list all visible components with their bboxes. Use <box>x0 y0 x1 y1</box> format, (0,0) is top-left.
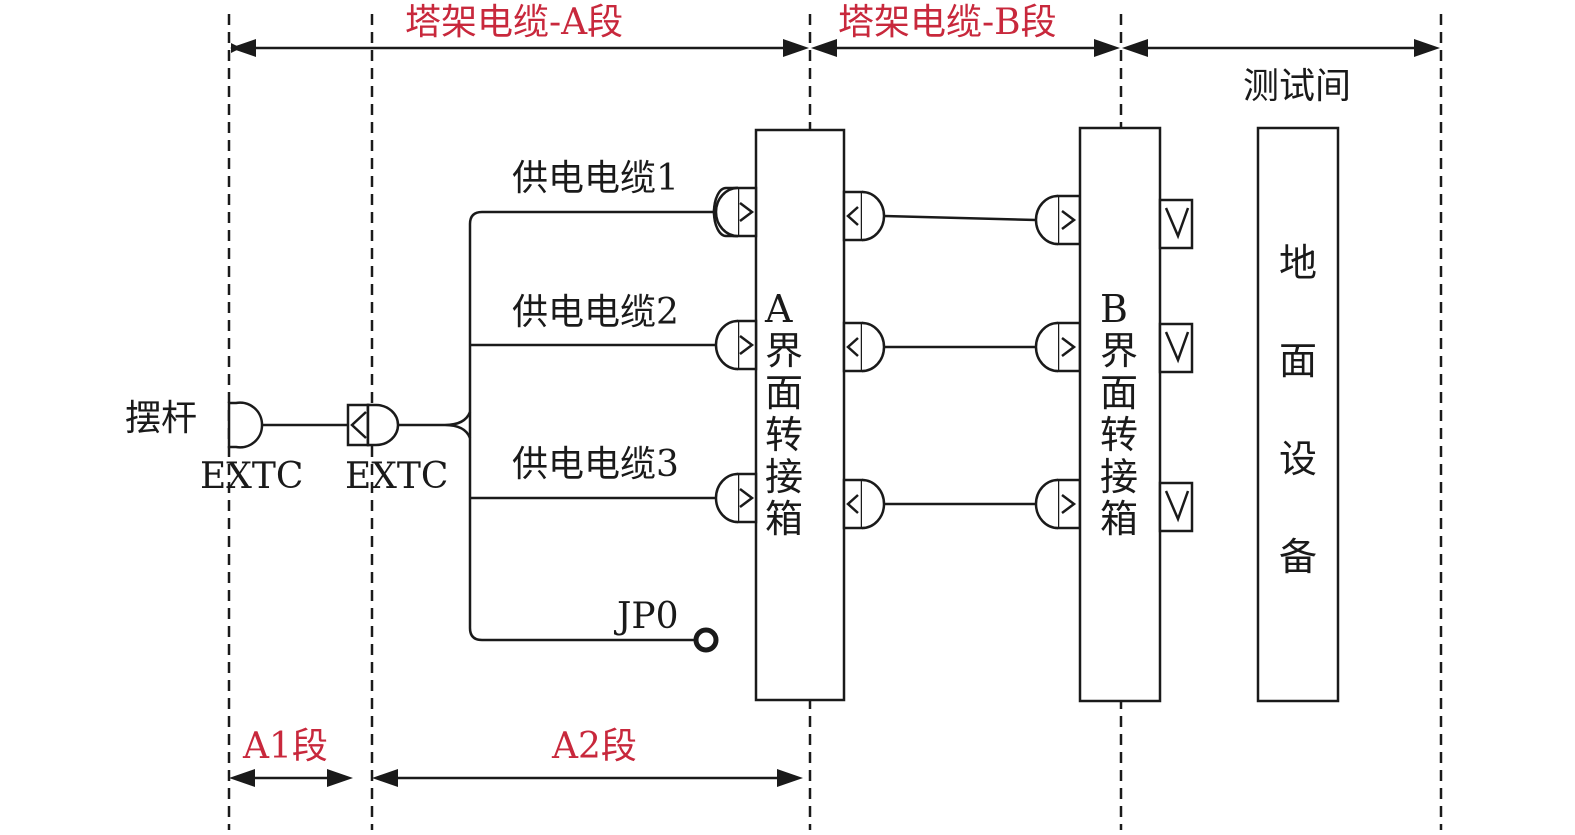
b-left-connector-2-pin <box>1061 337 1077 357</box>
b-left-connector-1-pin <box>1061 210 1077 230</box>
segment-b-arrow-left-head <box>811 39 837 57</box>
a-left-connector-2-arc <box>714 319 739 371</box>
a-right-connector-3-pin <box>846 494 859 514</box>
test-room-label: 测试间 <box>1243 66 1351 107</box>
jp0-label: JP0 <box>613 596 679 637</box>
bottom-segment-arrows <box>229 769 803 787</box>
cable1-label: 供电电缆1 <box>512 158 679 199</box>
b-box-left-connectors <box>1034 194 1082 530</box>
a-right-connector-1-pin <box>846 206 859 226</box>
b-left-connector-2-arc <box>1034 321 1059 373</box>
b-interface-box-text: B 界 面 转 接 箱 <box>1100 287 1138 541</box>
a-left-connector-2-pin <box>739 335 755 355</box>
test-room-arrow-left-head <box>1122 39 1148 57</box>
swing-rod-label: 摆杆 <box>125 398 197 439</box>
segment-a1-label: A1段 <box>242 726 328 767</box>
a-right-connector-3-arc <box>861 478 886 530</box>
a-left-connector-1-pin <box>739 202 755 222</box>
branch-trunk <box>468 210 695 642</box>
segment-a1-arrow-left-head <box>229 769 255 787</box>
a-left-connector-1-arc <box>714 186 739 238</box>
segment-a2-arrow-left-head <box>372 769 398 787</box>
b-left-connector-1-body <box>1056 194 1082 246</box>
b-right-socket-3-v <box>1164 490 1190 523</box>
a-box-char: 界 <box>765 329 803 373</box>
b-box-char: 转 <box>1100 413 1138 457</box>
b-box-right-sockets <box>1158 198 1194 533</box>
segment-b-arrow-right-head <box>1094 39 1120 57</box>
a-right-connector-2-pin <box>846 337 859 357</box>
jp0-terminal <box>693 627 719 653</box>
a-right-connector-1-arc <box>861 190 886 242</box>
b-left-connector-3-body <box>1056 478 1082 530</box>
a-box-left-connectors <box>712 186 758 524</box>
ground-box-char: 备 <box>1279 535 1317 579</box>
segment-a2-label: A2段 <box>551 726 637 767</box>
ab-wire-1 <box>883 214 1037 222</box>
b-right-socket-2 <box>1158 322 1194 374</box>
segment-a-arrow-right-head <box>783 39 809 57</box>
a-box-char: 箱 <box>765 497 803 541</box>
extc-right-label: EXTC <box>345 456 448 497</box>
ground-box-char: 地 <box>1279 241 1317 285</box>
segment-a1-arrow-right-head <box>327 769 353 787</box>
b-interface-box <box>1078 126 1162 703</box>
a-left-connector-3-arc <box>714 472 739 524</box>
b-box-char: 界 <box>1100 329 1138 373</box>
segment-a2-arrow-right-head <box>777 769 803 787</box>
b-left-connector-2-body <box>1056 321 1082 373</box>
b-box-char: 箱 <box>1100 497 1138 541</box>
b-box-char: 面 <box>1100 371 1138 415</box>
a-box-char: A <box>764 287 793 331</box>
swing-rod-connector <box>227 401 264 449</box>
b-right-socket-2-v <box>1164 331 1190 364</box>
a-box-char: 面 <box>765 371 803 415</box>
cable2-label: 供电电缆2 <box>512 292 679 333</box>
a-interface-box-text: A 界 面 转 接 箱 <box>764 287 803 541</box>
extc-plug-pin <box>350 411 367 439</box>
a-box-char: 转 <box>765 413 803 457</box>
extc-plug-cap <box>366 403 400 447</box>
b-right-socket-1 <box>1158 198 1194 250</box>
segment-b-label: 塔架电缆-B段 <box>838 2 1057 43</box>
a-left-connector-3-pin <box>739 488 755 508</box>
b-right-socket-1-v <box>1164 207 1190 240</box>
a-interface-box <box>754 128 846 702</box>
ground-equipment-text: 地 面 设 备 <box>1279 241 1317 579</box>
a-right-connector-2-arc <box>861 321 886 373</box>
a-box-char: 接 <box>765 455 803 499</box>
branch-junction <box>398 411 472 439</box>
segment-a-label: 塔架电缆-A段 <box>405 2 623 43</box>
b-left-connector-1-arc <box>1034 194 1059 246</box>
test-room-arrow-right-head <box>1414 39 1440 57</box>
segment-a-arrow-left-head <box>230 39 256 57</box>
ground-equipment-box <box>1256 126 1340 703</box>
b-box-char: 接 <box>1100 455 1138 499</box>
b-box-char: B <box>1100 287 1128 331</box>
b-right-socket-3 <box>1158 481 1194 533</box>
b-left-connector-3-arc <box>1034 478 1059 530</box>
ground-box-char: 设 <box>1279 437 1317 481</box>
top-segment-arrows <box>230 39 1440 57</box>
a-box-right-connectors <box>842 190 886 530</box>
extc-left-label: EXTC <box>200 456 303 497</box>
ground-box-char: 面 <box>1279 339 1317 383</box>
cable3-label: 供电电缆3 <box>512 444 679 485</box>
b-left-connector-3-pin <box>1061 494 1077 514</box>
